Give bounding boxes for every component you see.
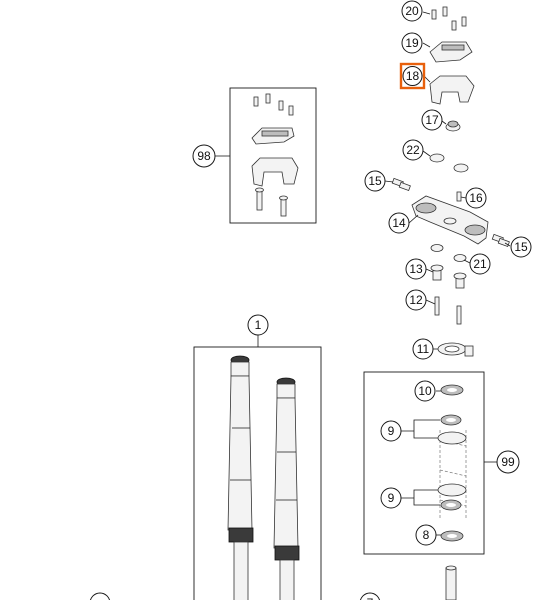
spacers-22	[429, 153, 469, 173]
kit-99-box	[363, 371, 485, 555]
callout-10[interactable]: 10	[414, 380, 436, 402]
fork-leg-right	[273, 377, 300, 600]
callout-9-upper[interactable]: 9	[380, 420, 402, 442]
svg-text:10: 10	[418, 384, 432, 398]
fork-leg-left	[227, 355, 254, 600]
callout-9-lower[interactable]: 9	[380, 487, 402, 509]
svg-text:9: 9	[388, 424, 395, 438]
callout-14[interactable]: 14	[388, 212, 410, 234]
svg-text:18: 18	[406, 69, 420, 83]
svg-text:11: 11	[417, 342, 430, 356]
callout-98[interactable]: 98	[192, 144, 216, 168]
pins-12	[434, 296, 462, 325]
callout-15-right[interactable]: 15	[510, 236, 532, 258]
svg-text:20: 20	[405, 4, 419, 18]
callout-15-left[interactable]: 15	[364, 170, 386, 192]
callout-1[interactable]: 1	[247, 314, 269, 336]
bolt-16	[456, 191, 462, 202]
callout-13[interactable]: 13	[405, 258, 427, 280]
svg-text:8: 8	[423, 528, 430, 542]
callout-12[interactable]: 12	[405, 289, 427, 311]
svg-text:15: 15	[368, 174, 382, 188]
fork-assembly-box	[193, 346, 322, 600]
svg-text:1: 1	[255, 318, 262, 332]
handlebar-clamp-19	[429, 41, 473, 63]
svg-text:98: 98	[197, 149, 211, 163]
callout-22[interactable]: 22	[402, 139, 424, 161]
clamp-ring-11	[437, 342, 474, 357]
svg-text:12: 12	[409, 293, 423, 307]
kit-98-parts	[251, 93, 299, 217]
svg-text:15: 15	[514, 240, 528, 254]
svg-text:21: 21	[473, 257, 487, 271]
callout-18-highlighted[interactable]: 18	[399, 62, 426, 90]
callout-16[interactable]: 16	[465, 187, 487, 209]
callout-partial-left	[89, 592, 111, 600]
nut-17	[445, 120, 461, 132]
callout-11[interactable]: 11	[412, 338, 434, 360]
callout-8[interactable]: 8	[415, 524, 437, 546]
svg-text:16: 16	[469, 191, 483, 205]
handlebar-support-18	[429, 75, 475, 105]
handlebar-bolts-20	[431, 6, 467, 31]
svg-text:19: 19	[405, 36, 419, 50]
callout-99[interactable]: 99	[496, 450, 520, 474]
svg-text:9: 9	[388, 491, 395, 505]
upper-triple-clamp-14	[411, 195, 489, 245]
svg-text:22: 22	[406, 143, 420, 157]
bushings-13-21	[430, 244, 467, 289]
callout-20[interactable]: 20	[401, 0, 423, 22]
kit-98-box	[229, 87, 317, 224]
screws-15	[391, 177, 510, 248]
svg-text:17: 17	[425, 113, 439, 127]
callout-19[interactable]: 19	[401, 32, 423, 54]
svg-text:14: 14	[392, 216, 406, 230]
callout-17[interactable]: 17	[421, 109, 443, 131]
svg-text:13: 13	[409, 262, 423, 276]
steering-stem-7	[445, 565, 457, 600]
kit-99-parts	[437, 384, 467, 542]
svg-text:7: 7	[367, 596, 374, 600]
callout-21[interactable]: 21	[469, 253, 491, 275]
svg-text:99: 99	[501, 455, 515, 469]
callout-7[interactable]: 7	[359, 592, 381, 600]
